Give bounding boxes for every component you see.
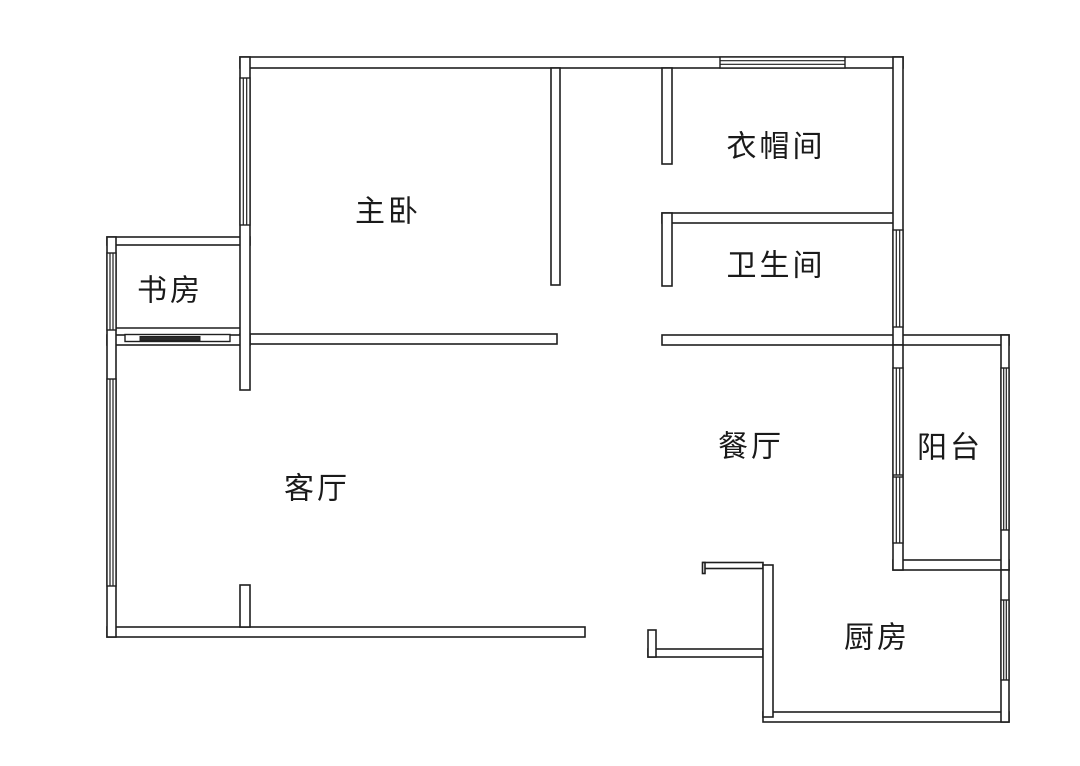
room-label-living-room: 客厅 bbox=[284, 472, 350, 507]
window-bathroom-right bbox=[892, 229, 904, 328]
room-label-master-bedroom: 主卧 bbox=[355, 195, 421, 230]
wall-living-stub bbox=[239, 584, 251, 628]
window-cloakroom-top bbox=[719, 56, 846, 69]
wall-study-top bbox=[106, 236, 251, 246]
window-balcony-right bbox=[1000, 367, 1010, 531]
wall-kitchen-bottom bbox=[762, 711, 1010, 723]
wall-master-right bbox=[550, 67, 561, 286]
wall-cloakroom-bottom bbox=[661, 212, 903, 224]
wall-entry-l-vertical bbox=[647, 629, 657, 658]
wall-kitchen-stub-tick bbox=[701, 561, 706, 575]
wall-bathroom-bottom bbox=[661, 334, 1010, 346]
wall-cloakroom-left-stub bbox=[661, 67, 673, 165]
window-balcony-left-upper bbox=[892, 367, 904, 476]
wall-balcony-bottom bbox=[892, 559, 1010, 571]
window-master-left bbox=[239, 77, 251, 226]
room-label-cloakroom: 衣帽间 bbox=[727, 130, 826, 165]
window-kitchen-right bbox=[1000, 599, 1010, 681]
window-living-left bbox=[106, 378, 117, 587]
windows bbox=[106, 56, 1010, 681]
wall-living-bottom bbox=[106, 626, 586, 638]
wall-entry-l-horizontal bbox=[647, 648, 764, 658]
wall-bathroom-left bbox=[661, 212, 673, 287]
window-study-left bbox=[106, 252, 117, 331]
wall-kitchen-left bbox=[762, 564, 774, 718]
room-label-dining-room: 餐厅 bbox=[718, 430, 784, 465]
wall-kitchen-top-stub bbox=[702, 561, 764, 570]
room-labels: 主卧 书房 衣帽间 卫生间 客厅 餐厅 阳台 厨房 bbox=[137, 130, 983, 656]
sliding-door-study bbox=[116, 327, 240, 343]
room-label-balcony: 阳台 bbox=[917, 431, 983, 466]
room-label-kitchen: 厨房 bbox=[844, 621, 910, 656]
room-label-study: 书房 bbox=[137, 274, 203, 309]
room-label-bathroom: 卫生间 bbox=[727, 249, 826, 284]
window-balcony-left-lower bbox=[892, 476, 904, 544]
wall-master-bottom bbox=[239, 333, 558, 345]
